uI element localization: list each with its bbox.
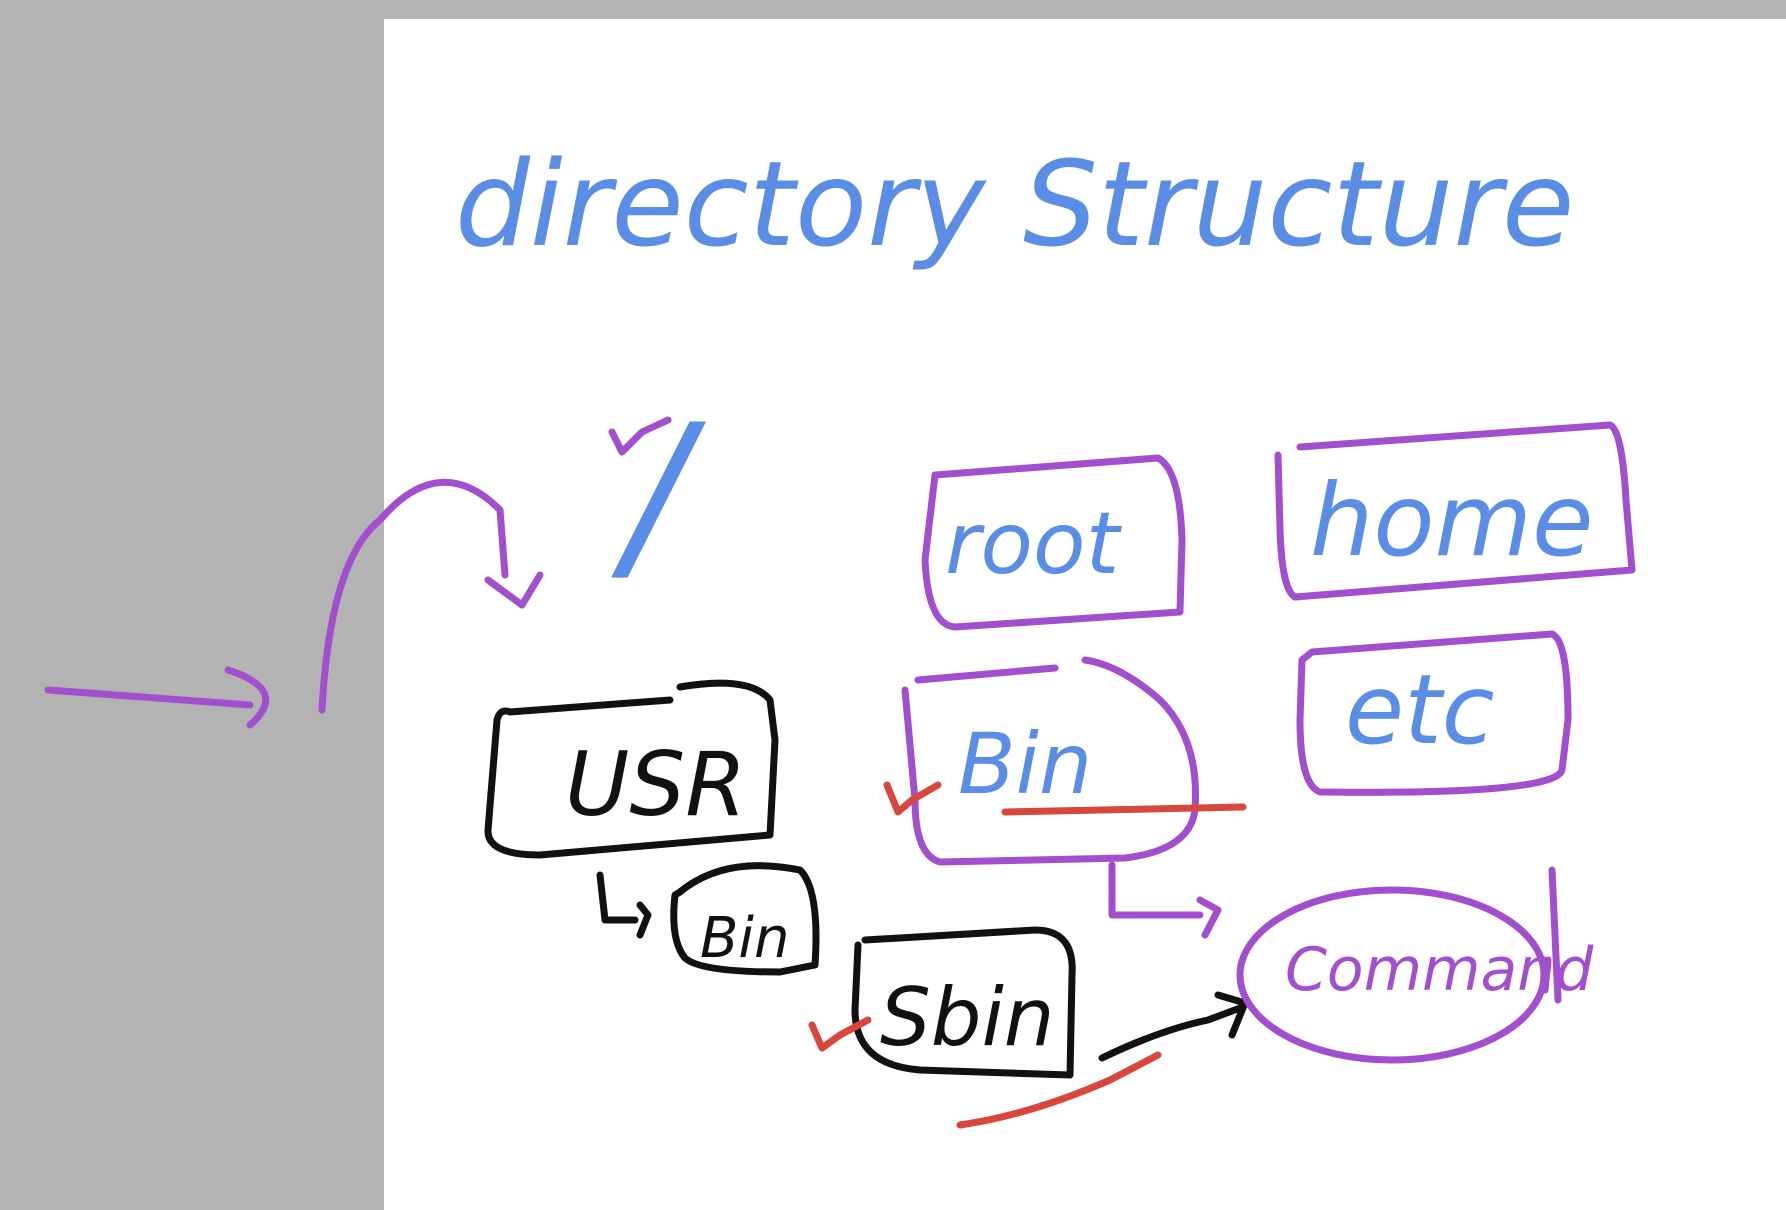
sbin-box	[851, 926, 1076, 1079]
usr-bin-connector	[596, 871, 652, 939]
root-box	[921, 454, 1186, 631]
root-label: root	[945, 494, 1123, 594]
sbin-label: Sbin	[880, 971, 1055, 1064]
bin-label: Bin	[958, 715, 1092, 813]
check-mark-sbin	[808, 1016, 872, 1052]
title-text: directory Structure	[455, 135, 1575, 273]
usr-box	[484, 679, 779, 859]
entry-arrow	[44, 478, 509, 729]
command-label: Command	[1285, 935, 1594, 1005]
whiteboard-page	[384, 19, 1786, 1210]
etc-box	[1296, 630, 1572, 796]
bin-underline	[1001, 803, 1247, 816]
sbin-red-underline	[956, 1051, 1162, 1129]
etc-label: etc	[1345, 654, 1494, 766]
bin-to-command-connector	[1108, 861, 1222, 939]
check-mark-bin	[883, 781, 942, 816]
home-label: home	[1310, 462, 1594, 579]
usr-bin-label: Bin	[700, 906, 789, 971]
root-slash: /	[611, 384, 707, 605]
usr-label: USR	[565, 733, 746, 836]
entry-arrow-head	[484, 571, 544, 609]
command-extra-stroke	[1541, 866, 1562, 1004]
home-box	[1274, 421, 1636, 601]
usr-bin-box	[670, 862, 820, 976]
sbin-to-command-arrow	[1098, 1004, 1244, 1062]
check-mark-root	[608, 416, 672, 456]
